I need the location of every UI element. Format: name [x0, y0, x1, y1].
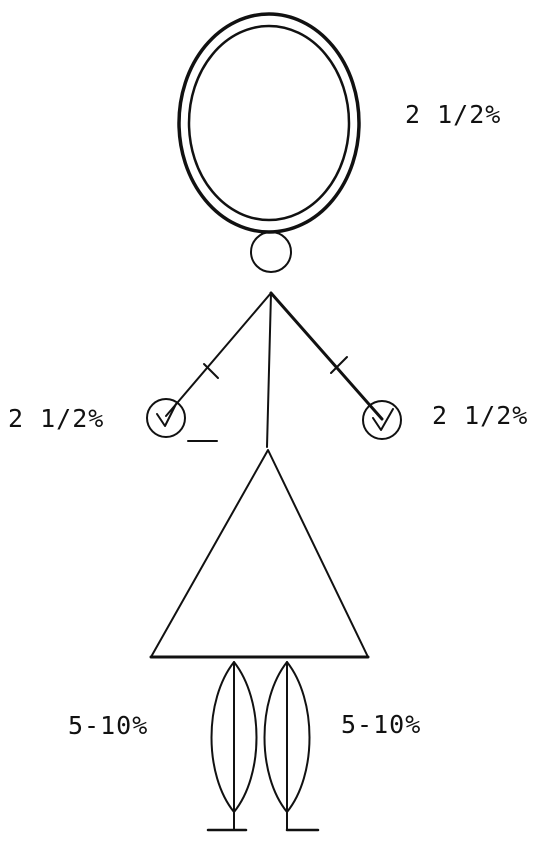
head-inner-ring	[189, 26, 349, 220]
left-leg	[208, 662, 257, 830]
left-leg-percentage-label: 5-10%	[68, 711, 148, 740]
right-leg	[265, 662, 319, 830]
left-hand	[147, 399, 217, 441]
head	[179, 14, 359, 232]
left-arm-tick	[204, 364, 218, 378]
torso-line	[267, 293, 271, 447]
head-outer-ring	[179, 14, 359, 232]
left-hand-circle	[147, 399, 185, 437]
left-hand-percentage-label: 2 1/2%	[8, 404, 104, 433]
skirt-triangle	[151, 450, 368, 657]
right-leg-percentage-label: 5-10%	[341, 710, 421, 739]
neck-circle	[251, 232, 291, 272]
right-hand-percentage-label: 2 1/2%	[432, 401, 528, 430]
right-arm-line	[271, 293, 382, 419]
left-arm	[166, 293, 271, 416]
right-arm	[271, 293, 382, 419]
head-percentage-label: 2 1/2%	[405, 100, 501, 129]
left-arm-line	[166, 293, 271, 416]
